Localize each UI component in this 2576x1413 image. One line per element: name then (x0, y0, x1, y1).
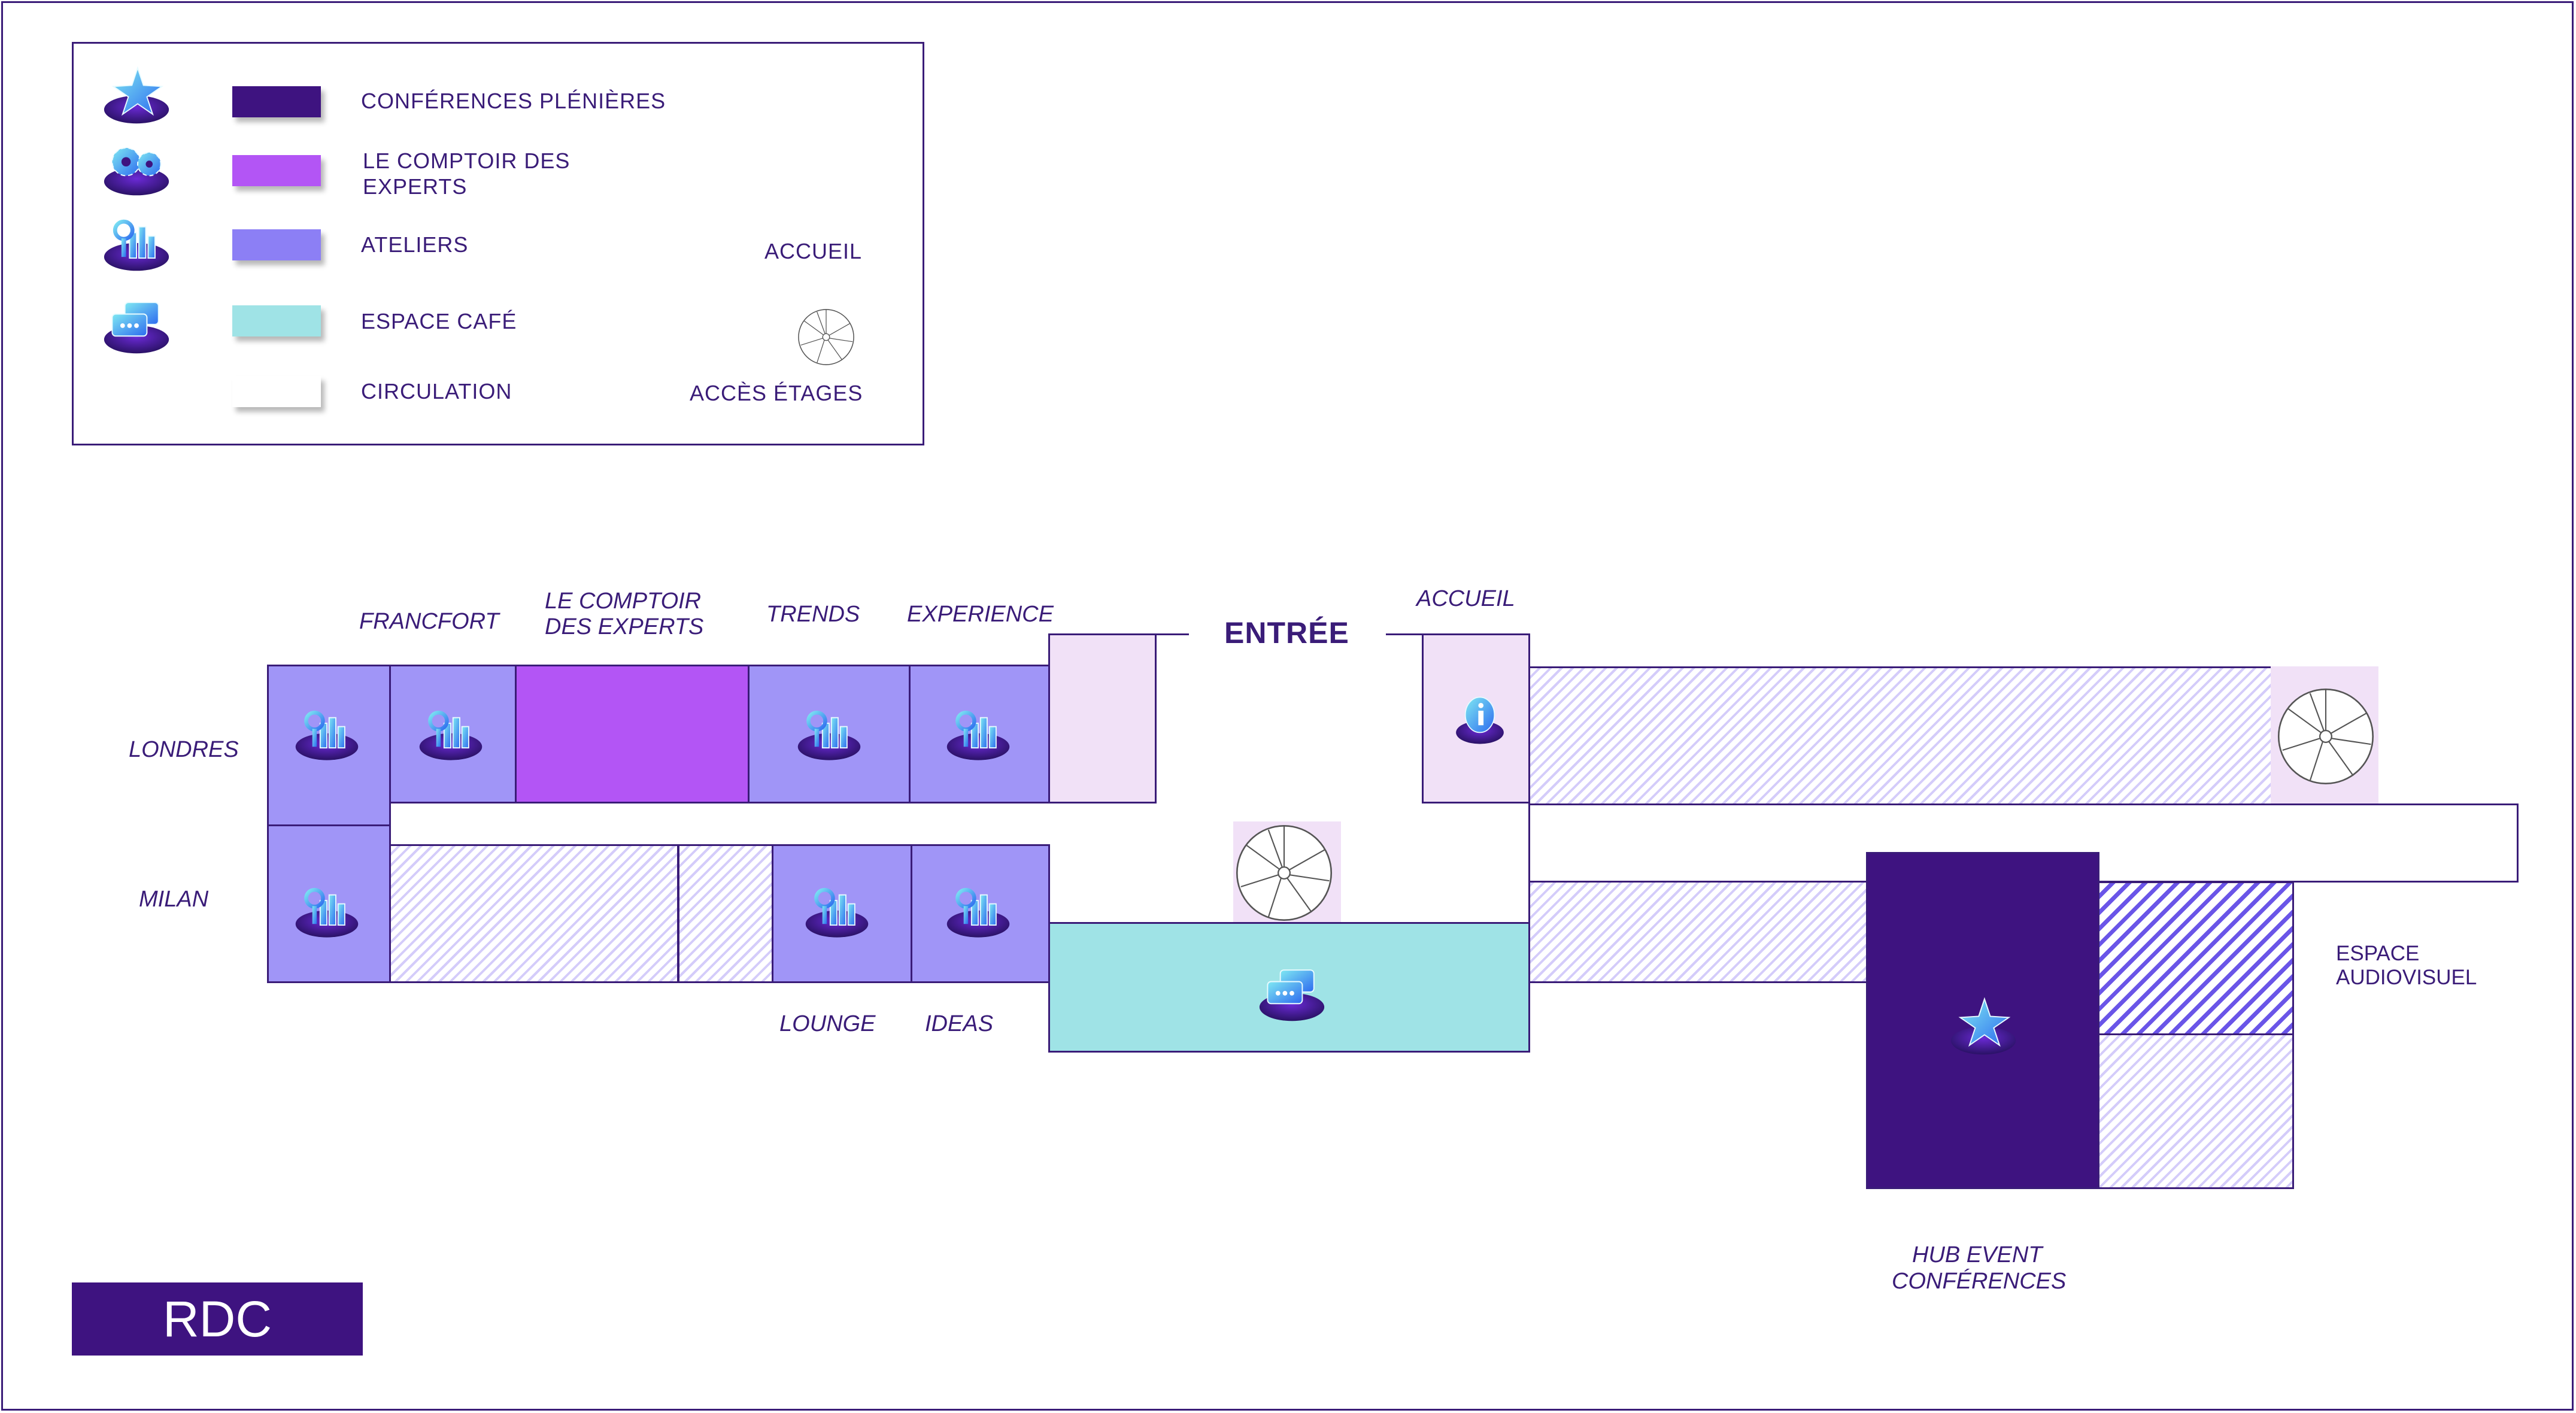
espace-audiovisuel[interactable] (2098, 881, 2294, 1035)
legend-box (72, 42, 924, 445)
stairs-icon (2277, 687, 2375, 786)
legend-label-cafe: ESPACE CAFÉ (361, 309, 517, 333)
chart-magnifier-icon (945, 878, 1012, 940)
chart-magnifier-icon (796, 701, 863, 763)
legend-label-comptoir-line1: LE COMPTOIR DES (363, 148, 571, 173)
entrance-line-left (1154, 633, 1189, 635)
legend-swatch-comptoir (232, 155, 321, 186)
label-audiovisuel-line1: ESPACE (2336, 942, 2420, 965)
hatched-area-right-top (1528, 666, 2272, 805)
label-trends: TRENDS (766, 602, 860, 627)
stairs-icon (797, 308, 855, 366)
floor-badge: RDC (72, 1282, 363, 1356)
hatched-area-mid-small (678, 844, 773, 983)
info-icon (1449, 689, 1511, 748)
label-comptoir-line1: LE COMPTOIR (545, 589, 702, 614)
room-comptoir-experts[interactable] (515, 665, 750, 803)
legend-swatch-ateliers (232, 229, 321, 260)
legend-label-accueil: ACCUEIL (764, 239, 863, 263)
chart-magnifier-icon (945, 701, 1012, 763)
chat-bubbles-icon (1257, 958, 1327, 1023)
legend-label-pleniere: CONFÉRENCES PLÉNIÈRES (361, 89, 666, 113)
label-accueil: ACCUEIL (1416, 586, 1515, 611)
chart-magnifier-icon (102, 208, 171, 274)
label-ideas: IDEAS (925, 1011, 994, 1036)
chart-magnifier-icon (293, 878, 360, 940)
chat-bubbles-icon (102, 290, 171, 356)
legend-label-ateliers: ATELIERS (361, 232, 469, 257)
entrance-pink-zone (1048, 633, 1157, 803)
hatched-area-right-bottom (2098, 1033, 2294, 1189)
legend-swatch-pleniere (232, 86, 321, 117)
hatched-area-mid-left (388, 844, 679, 983)
gears-icon (102, 133, 171, 199)
legend-swatch-circulation (232, 376, 321, 407)
label-milan: MILAN (139, 887, 209, 912)
label-comptoir-line2: DES EXPERTS (545, 614, 704, 639)
entrance-label: ENTRÉE (1224, 616, 1349, 650)
star-icon (1949, 991, 2018, 1056)
legend-label-comptoir-line2: EXPERTS (363, 174, 468, 199)
label-londres: LONDRES (129, 737, 239, 762)
stairs-icon (1235, 824, 1333, 922)
chart-magnifier-icon (293, 701, 360, 763)
chart-magnifier-icon (803, 878, 870, 940)
label-francfort: FRANCFORT (359, 609, 499, 634)
label-hub-line1: HUB EVENT (1912, 1242, 2043, 1268)
star-icon (102, 60, 171, 126)
legend-label-circulation: CIRCULATION (361, 379, 512, 404)
label-experience: EXPERIENCE (907, 602, 1054, 627)
legend-swatch-cafe (232, 305, 321, 336)
legend-label-acces-etages: ACCÈS ÉTAGES (690, 381, 863, 405)
label-hub-line2: CONFÉRENCES (1892, 1269, 2067, 1294)
label-lounge: LOUNGE (779, 1011, 876, 1036)
label-audiovisuel-line2: AUDIOVISUEL (2336, 966, 2477, 989)
entrance-line-right (1386, 633, 1424, 635)
chart-magnifier-icon (417, 701, 484, 763)
hub-event-conferences[interactable] (1866, 852, 2099, 1189)
